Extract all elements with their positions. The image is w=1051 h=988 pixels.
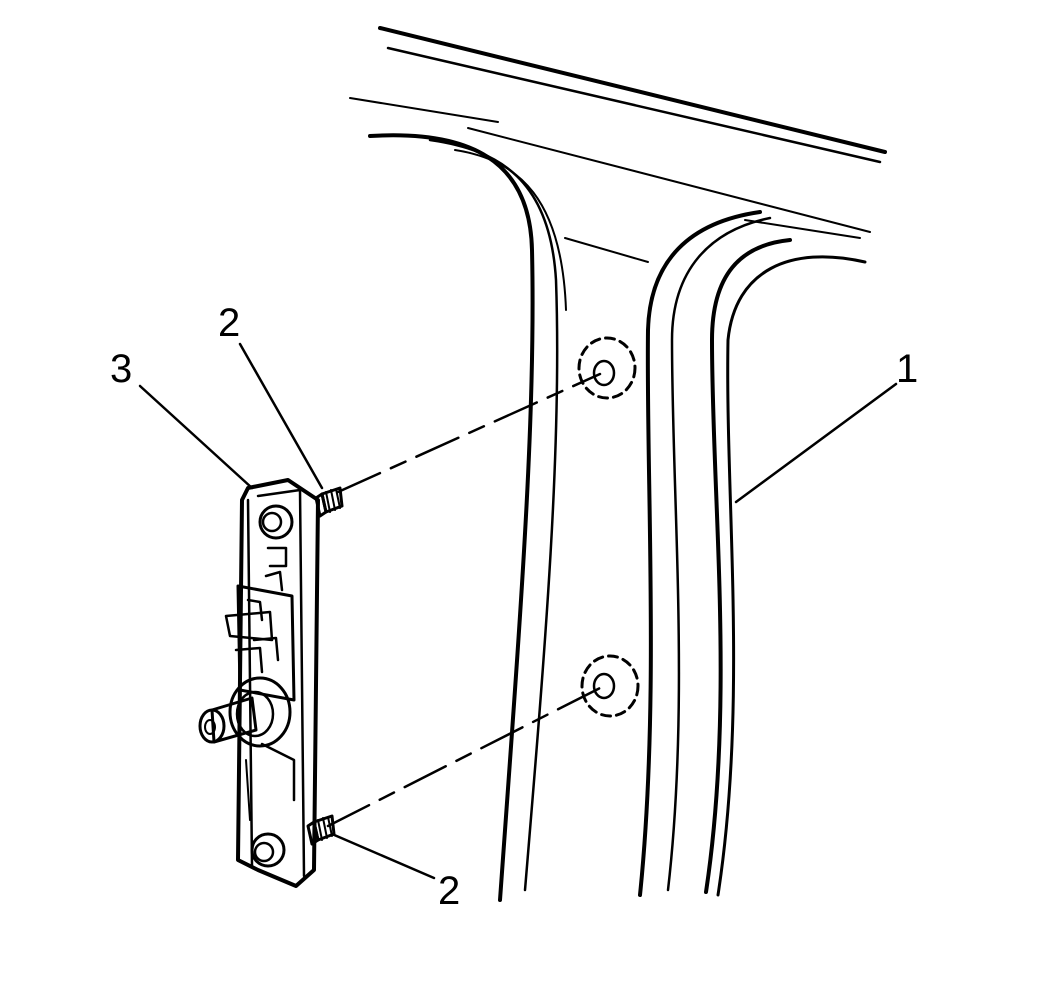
leader-screw-lower — [330, 832, 436, 880]
screw-lower — [306, 814, 336, 846]
bracket-assembly — [198, 478, 320, 888]
mounting-hole-lower — [580, 654, 640, 718]
leader-bracket — [138, 384, 254, 490]
callout-door-frame: 1 — [896, 347, 918, 391]
callout-screw-upper: 2 — [218, 301, 240, 345]
leader-screw-upper — [238, 342, 324, 490]
callout-screw-lower: 2 — [438, 869, 460, 913]
roof-panel — [349, 26, 887, 263]
callout-bracket: 3 — [110, 347, 132, 391]
door-frame — [638, 210, 867, 897]
leader-lines — [138, 342, 898, 880]
alignment-lines — [326, 372, 602, 828]
mounting-hole-upper — [577, 336, 637, 400]
pillar-left — [368, 133, 567, 902]
leader-door-frame — [734, 382, 898, 504]
